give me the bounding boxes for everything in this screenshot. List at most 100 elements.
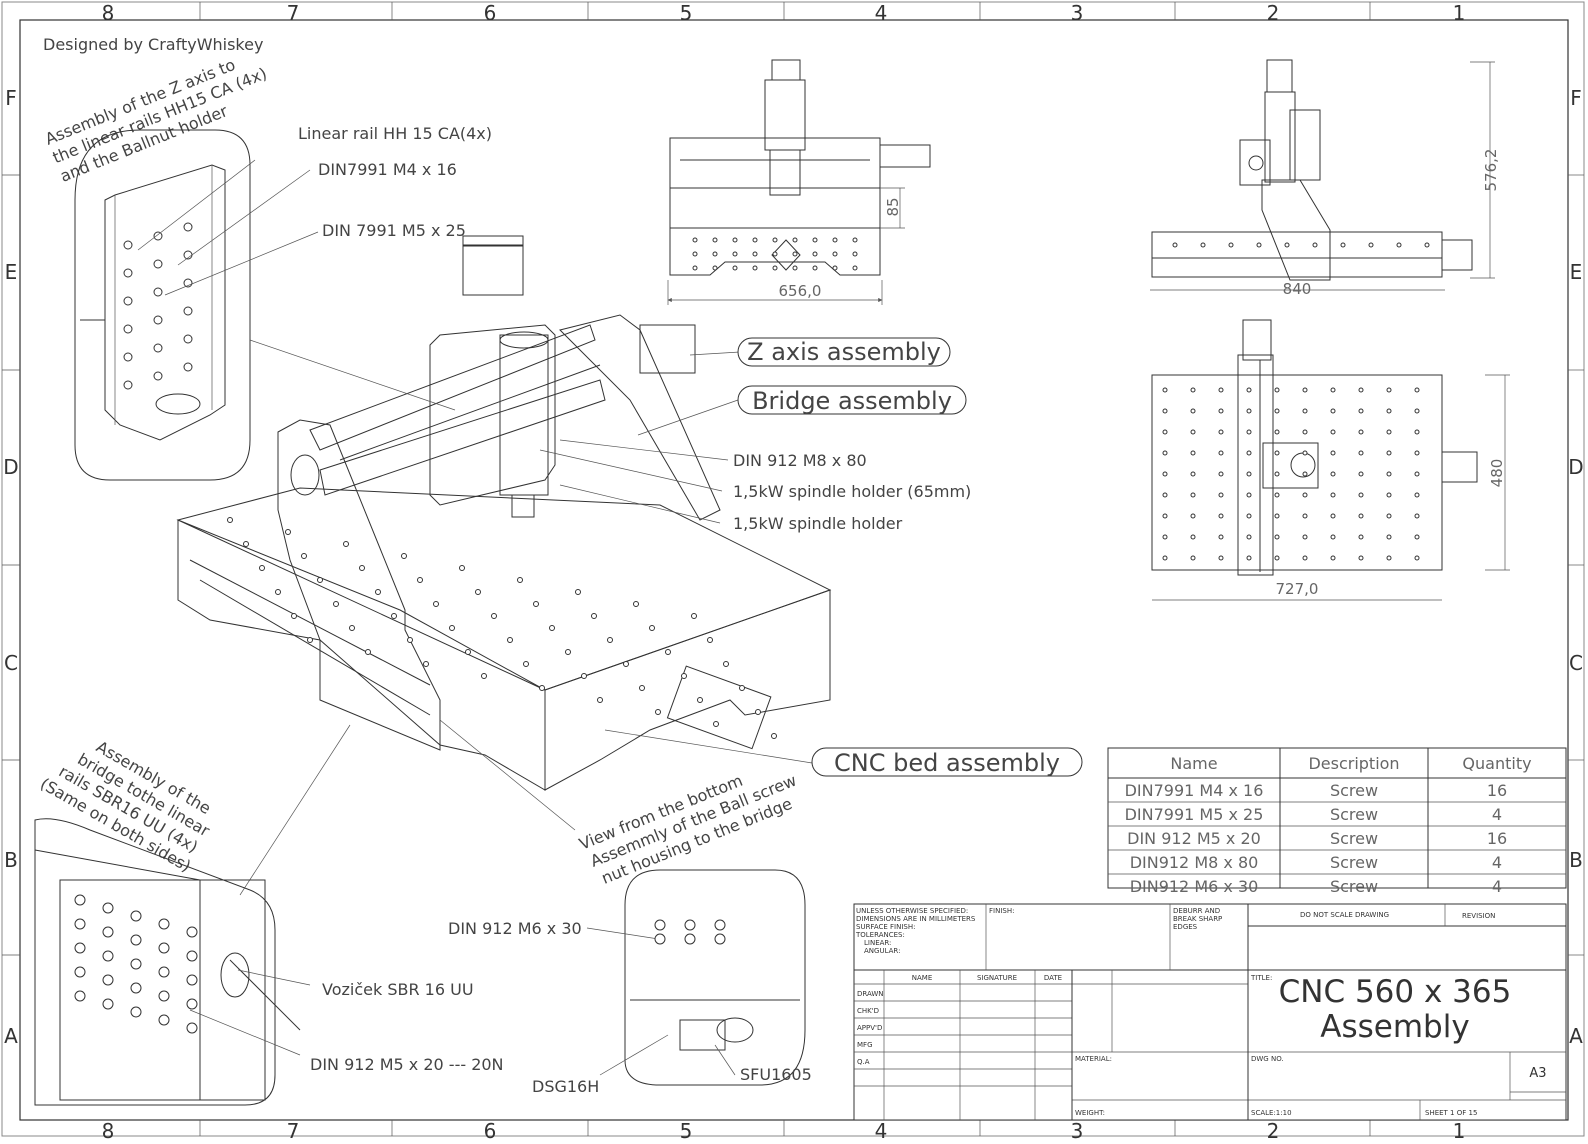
bom-cell: 4	[1492, 805, 1502, 824]
bed-hole	[1190, 429, 1196, 435]
bed-hole	[1218, 450, 1224, 456]
svg-text:Bridge assembly: Bridge assembly	[752, 387, 952, 415]
bed-hole	[1414, 450, 1420, 456]
bed-hole	[639, 685, 645, 691]
callout-bed: CNC bed assembly	[811, 747, 1083, 777]
plate-hole	[852, 265, 858, 271]
screw-hole	[158, 1014, 170, 1026]
bom-cell: Screw	[1330, 877, 1378, 896]
bed-hole	[1414, 513, 1420, 519]
bed-hole	[423, 661, 429, 667]
label-spindle-holder: 1,5kW spindle holder	[733, 514, 903, 533]
bed-hole	[1162, 450, 1168, 456]
label-din7991-m4: DIN7991 M4 x 16	[318, 160, 457, 179]
svg-text:Z axis assembly: Z axis assembly	[747, 338, 941, 366]
bed-hole	[771, 733, 777, 739]
drawing-frame	[19, 19, 1569, 1121]
bed-hole	[1246, 492, 1252, 498]
bed-hole	[285, 529, 291, 535]
plate-hole	[792, 251, 798, 257]
screw-hole	[153, 371, 163, 381]
screw-hole	[183, 334, 193, 344]
label-sfu1605: SFU1605	[740, 1065, 812, 1084]
plate-hole	[1340, 242, 1346, 248]
screw-hole	[130, 982, 142, 994]
dim-front-width: 656,0	[779, 282, 822, 300]
bom-table: Name Description Quantity DIN7991 M4 x 1…	[1107, 747, 1567, 896]
bed-hole	[1414, 492, 1420, 498]
zone-column-label: 8	[102, 1, 115, 25]
bed-hole	[575, 589, 581, 595]
label-linear-rail: Linear rail HH 15 CA(4x)	[298, 124, 492, 143]
plate-hole	[732, 251, 738, 257]
plate-hole	[792, 265, 798, 271]
bed-hole	[1274, 387, 1280, 393]
bed-hole	[227, 517, 233, 523]
bed-hole	[1330, 387, 1336, 393]
screw-hole	[130, 1006, 142, 1018]
bed-hole	[1162, 513, 1168, 519]
zone-column-label: 5	[680, 1, 693, 25]
bed-hole	[1246, 513, 1252, 519]
bom-cell: Screw	[1330, 853, 1378, 872]
zone-row-label: B	[1569, 848, 1583, 872]
screw-hole	[130, 910, 142, 922]
drawing-title-line2: Assembly	[1320, 1009, 1469, 1045]
bed-hole	[1274, 408, 1280, 414]
bed-hole	[1330, 471, 1336, 477]
bed-hole	[307, 637, 313, 643]
bed-hole	[1330, 408, 1336, 414]
plate-hole	[712, 251, 718, 257]
zone-row-label: C	[4, 651, 18, 675]
bed-hole	[481, 673, 487, 679]
screw-hole	[102, 998, 114, 1010]
bed-hole	[1414, 387, 1420, 393]
plate-hole	[752, 251, 758, 257]
plate-hole	[772, 251, 778, 257]
dim-top-height: 480	[1488, 459, 1506, 488]
bed-hole	[607, 637, 613, 643]
bed-hole	[1330, 513, 1336, 519]
bed-hole	[1190, 492, 1196, 498]
label-din912-m6: DIN 912 M6 x 30	[448, 919, 582, 938]
bed-hole	[1162, 471, 1168, 477]
z-axis-note: Assembly of the Z axis to the linear rai…	[42, 55, 269, 186]
bom-cell: Screw	[1330, 781, 1378, 800]
bed-hole	[697, 697, 703, 703]
bed-hole	[1414, 471, 1420, 477]
label-spindle-holder-65: 1,5kW spindle holder (65mm)	[733, 482, 971, 501]
bed-hole	[1358, 555, 1364, 561]
bed-hole	[1358, 408, 1364, 414]
bed-hole	[1218, 429, 1224, 435]
bridge-note: Assembly of the bridge tothe linear rail…	[37, 737, 214, 876]
bed-hole	[365, 649, 371, 655]
bed-hole	[1162, 492, 1168, 498]
plate-hole	[852, 237, 858, 243]
plate-hole	[1228, 242, 1234, 248]
bed-hole	[359, 565, 365, 571]
bed-hole	[1162, 408, 1168, 414]
bed-hole	[1190, 387, 1196, 393]
plate-hole	[1256, 242, 1262, 248]
bed-hole	[1218, 471, 1224, 477]
zone-row-label: E	[1570, 260, 1583, 284]
svg-text:Q.A: Q.A	[857, 1058, 870, 1066]
bed-hole	[1162, 429, 1168, 435]
svg-text:TOLERANCES:: TOLERANCES:	[855, 931, 905, 939]
bed-hole	[1190, 408, 1196, 414]
bed-hole	[275, 589, 281, 595]
plate-hole	[732, 237, 738, 243]
dim-top-width: 727,0	[1276, 580, 1319, 598]
screw-hole	[714, 919, 726, 931]
bom-cell: Screw	[1330, 829, 1378, 848]
bed-hole	[1386, 408, 1392, 414]
bed-hole	[1190, 555, 1196, 561]
zone-row-label: A	[4, 1024, 18, 1048]
bed-hole	[349, 625, 355, 631]
bed-hole	[713, 721, 719, 727]
zone-row-label: A	[1569, 1024, 1583, 1048]
bed-hole	[633, 601, 639, 607]
bed-hole	[539, 685, 545, 691]
bed-hole	[1330, 534, 1336, 540]
bed-hole	[1358, 492, 1364, 498]
